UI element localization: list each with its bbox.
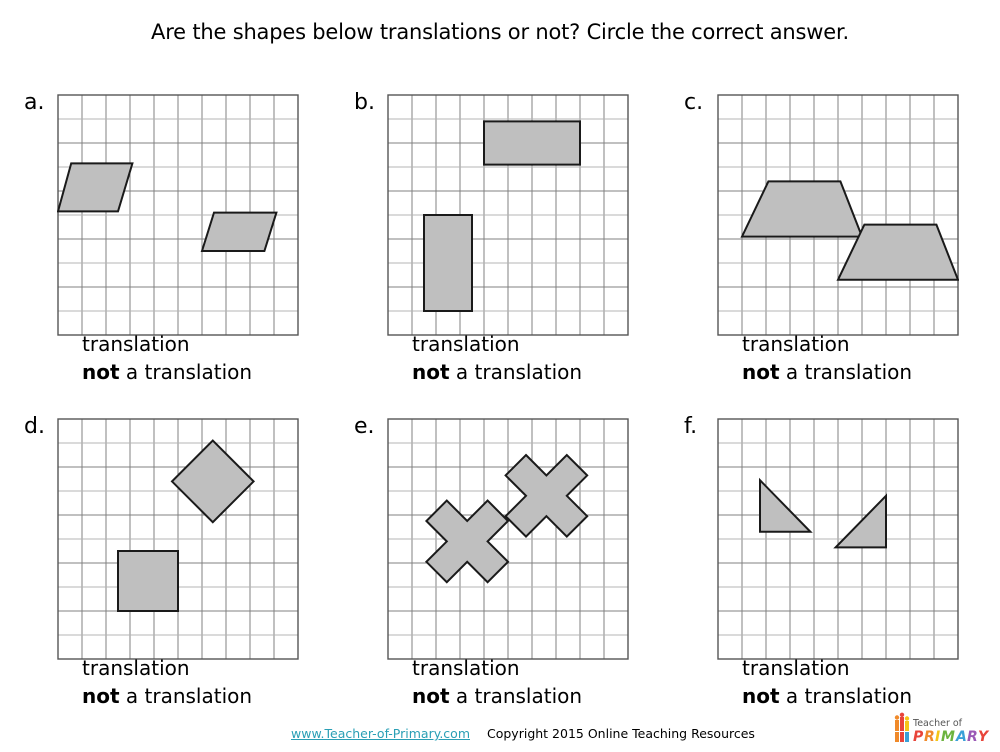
- logo-svg: Teacher of P R I M A R Y: [894, 712, 990, 745]
- svg-text:R: R: [967, 729, 978, 745]
- answer-not-rest-f: a translation: [779, 684, 913, 709]
- panel-letter-b: b.: [354, 90, 375, 115]
- triangle-right: [833, 493, 887, 549]
- grid-b: [387, 94, 629, 336]
- svg-text:R: R: [924, 729, 935, 745]
- grid-f: [717, 418, 959, 660]
- answers-e: translation not a translation: [412, 654, 582, 711]
- panel-b: b. translation not a translation: [348, 88, 678, 398]
- panel-letter-c: c.: [684, 90, 704, 115]
- grid-d: [57, 418, 299, 660]
- answer-not-bold-f: not: [742, 684, 780, 709]
- panel-a: a. translation not a translation: [18, 88, 348, 398]
- logo-bars-icon: [894, 712, 910, 742]
- panel-letter-e: e.: [354, 414, 375, 439]
- svg-text:I: I: [935, 729, 940, 745]
- grid-svg: [57, 94, 299, 336]
- teacher-of-primary-logo: Teacher of P R I M A R Y: [893, 712, 993, 748]
- answers-a: translation not a translation: [82, 330, 252, 387]
- grid-border: [387, 418, 629, 660]
- grid-e: [387, 418, 629, 660]
- parallelogram-large: [57, 162, 134, 213]
- grid-border: [57, 94, 299, 336]
- answer-not-bold-c: not: [742, 360, 780, 385]
- answer-option-translation-b[interactable]: translation: [412, 332, 520, 356]
- answer-option-not-a-translation-d[interactable]: not a translation: [82, 682, 252, 710]
- answer-not-rest-c: a translation: [779, 360, 913, 385]
- panel-d: d. translation not a translation: [18, 412, 348, 722]
- footer-website-link[interactable]: www.Teacher-of-Primary.com: [291, 726, 470, 741]
- answers-d: translation not a translation: [82, 654, 252, 711]
- cross-rotated-upper-right: [504, 453, 589, 539]
- answer-option-not-a-translation-c[interactable]: not a translation: [742, 358, 912, 386]
- grid-svg: [717, 418, 959, 660]
- answer-option-translation-a[interactable]: translation: [82, 332, 190, 356]
- trapezoid-first: [740, 180, 864, 238]
- grid-svg: [387, 418, 629, 660]
- grid-svg: [387, 94, 629, 336]
- answer-option-translation-d[interactable]: translation: [82, 656, 190, 680]
- answer-option-translation-c[interactable]: translation: [742, 332, 850, 356]
- answers-c: translation not a translation: [742, 330, 912, 387]
- square-upright: [117, 550, 179, 612]
- grid-svg: [57, 418, 299, 660]
- grid-border: [717, 418, 959, 660]
- answer-option-translation-f[interactable]: translation: [742, 656, 850, 680]
- answer-not-rest-d: a translation: [119, 684, 253, 709]
- panel-letter-a: a.: [24, 90, 45, 115]
- logo-line2: P R I M A R Y: [913, 729, 990, 745]
- rectangle-wide: [483, 120, 581, 166]
- grid-c: [717, 94, 959, 336]
- answer-option-not-a-translation-f[interactable]: not a translation: [742, 682, 912, 710]
- rectangle-tall: [423, 214, 473, 312]
- trapezoid-second: [836, 223, 959, 281]
- panel-letter-d: d.: [24, 414, 45, 439]
- answer-not-rest-b: a translation: [449, 360, 583, 385]
- triangle-left: [759, 477, 813, 533]
- footer: www.Teacher-of-Primary.com Copyright 201…: [0, 726, 1000, 750]
- answer-option-not-a-translation-a[interactable]: not a translation: [82, 358, 252, 386]
- svg-text:A: A: [955, 729, 967, 745]
- parallelogram-small: [200, 211, 278, 252]
- answer-option-not-a-translation-e[interactable]: not a translation: [412, 682, 582, 710]
- answer-not-rest-a: a translation: [119, 360, 253, 385]
- answer-not-rest-e: a translation: [449, 684, 583, 709]
- answers-b: translation not a translation: [412, 330, 582, 387]
- answer-not-bold-d: not: [82, 684, 120, 709]
- panel-c: c. translation not a translation: [678, 88, 1000, 398]
- logo-line1: Teacher of: [912, 718, 963, 729]
- answers-f: translation not a translation: [742, 654, 912, 711]
- answer-option-translation-e[interactable]: translation: [412, 656, 520, 680]
- panel-letter-f: f.: [684, 414, 698, 439]
- grid-border: [717, 94, 959, 336]
- cross-rotated-lower-left: [424, 499, 510, 584]
- grid-border: [387, 94, 629, 336]
- panel-f: f. translation not a translation: [678, 412, 1000, 722]
- answer-not-bold-b: not: [412, 360, 450, 385]
- footer-copyright: Copyright 2015 Online Teaching Resources: [487, 726, 755, 741]
- svg-text:M: M: [941, 729, 955, 745]
- svg-text:P: P: [913, 729, 924, 745]
- answer-option-not-a-translation-b[interactable]: not a translation: [412, 358, 582, 386]
- diamond-rotated-square: [170, 439, 256, 524]
- svg-text:Y: Y: [978, 729, 990, 745]
- page-title: Are the shapes below translations or not…: [151, 20, 849, 44]
- grid-border: [57, 418, 299, 660]
- grid-svg: [717, 94, 959, 336]
- panel-e: e. translation not a translation: [348, 412, 678, 722]
- answer-not-bold-a: not: [82, 360, 120, 385]
- answer-not-bold-e: not: [412, 684, 450, 709]
- grid-a: [57, 94, 299, 336]
